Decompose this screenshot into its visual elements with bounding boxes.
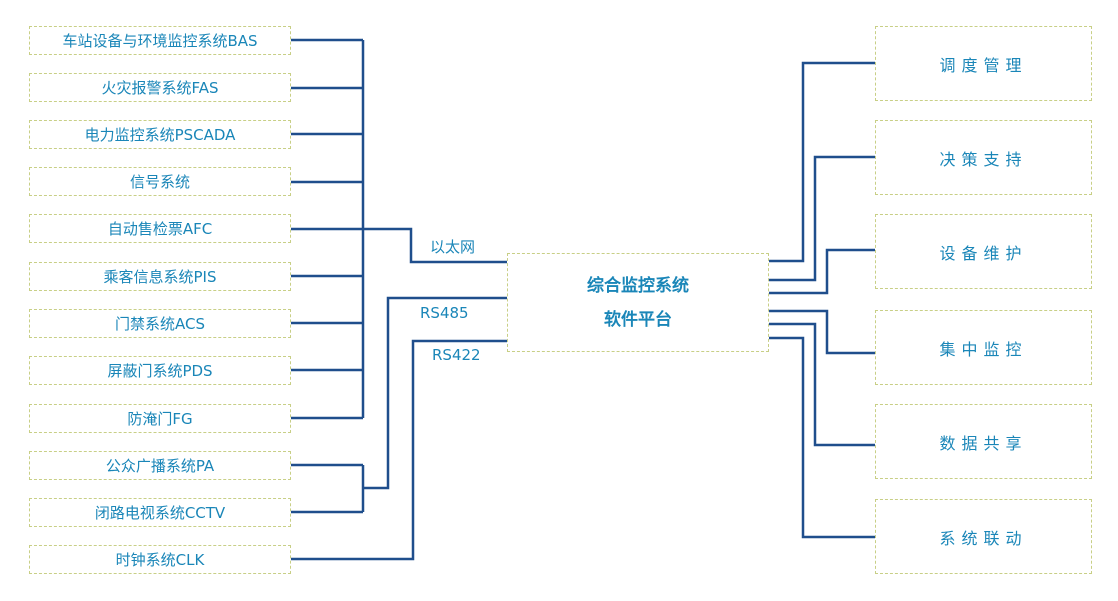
system-label: 电力监控系统PSCADA <box>84 126 236 144</box>
system-box-acs: 门禁系统ACS <box>29 309 291 338</box>
system-box-afc: 自动售检票AFC <box>29 214 291 243</box>
ethernet-label: 以太网 <box>430 238 476 256</box>
system-box-bas: 车站设备与环境监控系统BAS <box>29 26 291 55</box>
function-label: 调度管理 <box>939 55 1028 75</box>
system-label: 乘客信息系统PIS <box>103 268 217 286</box>
system-label: 信号系统 <box>129 173 190 191</box>
function-box-dispatch: 调度管理 <box>875 26 1092 101</box>
function-box-linkage: 系统联动 <box>875 499 1092 574</box>
function-box-maintenance: 设备维护 <box>875 214 1092 289</box>
system-box-fas: 火灾报警系统FAS <box>29 73 291 102</box>
function-label: 集中监控 <box>939 339 1028 359</box>
platform-subtitle: 软件平台 <box>604 309 672 330</box>
function-box-decision: 决策支持 <box>875 120 1092 195</box>
system-label: 时钟系统CLK <box>115 551 205 569</box>
function-label: 系统联动 <box>939 528 1028 548</box>
system-box-fg: 防淹门FG <box>29 404 291 433</box>
function-label: 设备维护 <box>939 243 1028 263</box>
function-box-data-share: 数据共享 <box>875 404 1092 479</box>
function-label: 数据共享 <box>939 433 1028 453</box>
system-label: 火灾报警系统FAS <box>101 79 219 97</box>
system-box-signal: 信号系统 <box>29 167 291 196</box>
system-label: 闭路电视系统CCTV <box>94 504 226 522</box>
system-label: 屏蔽门系统PDS <box>107 362 213 380</box>
system-label: 门禁系统ACS <box>115 315 205 333</box>
rs422-label: RS422 <box>432 346 481 364</box>
system-box-cctv: 闭路电视系统CCTV <box>29 498 291 527</box>
system-box-pds: 屏蔽门系统PDS <box>29 356 291 385</box>
system-box-pscada: 电力监控系统PSCADA <box>29 120 291 149</box>
system-box-pa: 公众广播系统PA <box>29 451 291 480</box>
system-box-pis: 乘客信息系统PIS <box>29 262 291 291</box>
rs485-label: RS485 <box>420 304 469 322</box>
integrated-monitoring-platform: 综合监控系统 软件平台 <box>507 253 769 352</box>
platform-title: 综合监控系统 <box>587 275 689 296</box>
function-box-monitoring: 集中监控 <box>875 310 1092 385</box>
function-label: 决策支持 <box>939 149 1028 169</box>
system-label: 车站设备与环境监控系统BAS <box>62 32 258 50</box>
system-box-clk: 时钟系统CLK <box>29 545 291 574</box>
system-label: 自动售检票AFC <box>107 220 213 238</box>
system-label: 公众广播系统PA <box>105 457 215 475</box>
system-label: 防淹门FG <box>127 410 193 428</box>
